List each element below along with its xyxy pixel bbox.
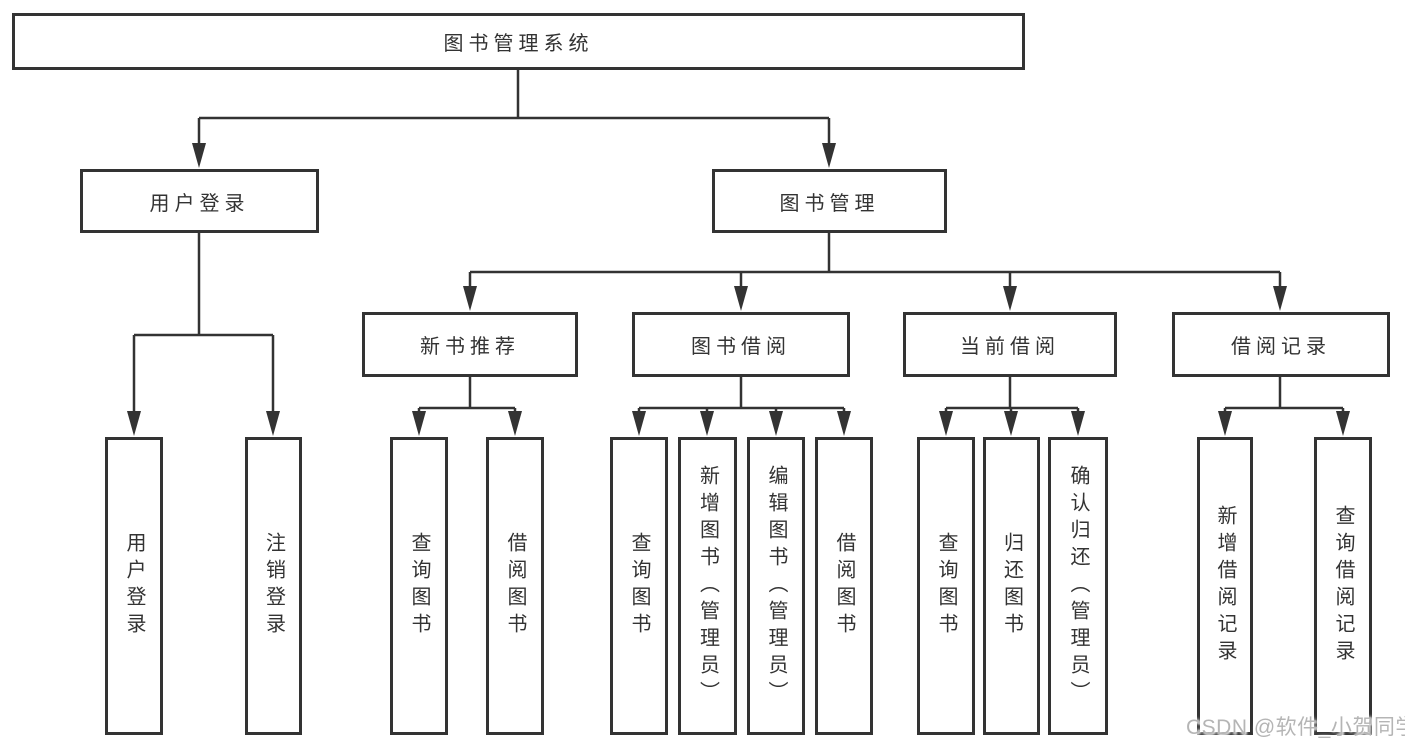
leaf-logout-label: 注销登录 — [262, 532, 285, 640]
leaf-confirm-return-admin-label: 确认归还（管理员） — [1067, 464, 1089, 708]
leaf-edit-book-admin: 编辑图书（管理员） — [747, 437, 805, 735]
arrowhead-down-icon — [1071, 411, 1085, 436]
arrowhead-down-icon — [837, 411, 851, 436]
arrowhead-down-icon — [1273, 286, 1287, 311]
leaf-query-books-borrow-label: 查询图书 — [628, 532, 650, 640]
leaf-logout: 注销登录 — [245, 437, 302, 735]
leaf-user-login-label: 用户登录 — [123, 532, 145, 640]
arrowhead-down-icon — [266, 411, 280, 436]
arrowhead-down-icon — [463, 286, 477, 311]
leaf-query-books-recommend-label: 查询图书 — [408, 532, 430, 640]
node-borrowing-records: 借阅记录 — [1172, 312, 1390, 377]
leaf-add-borrow-record-label: 新增借阅记录 — [1214, 505, 1236, 667]
leaf-query-books-recommend: 查询图书 — [390, 437, 448, 735]
node-book-borrowing-label: 图书借阅 — [691, 336, 791, 358]
arrowhead-down-icon — [734, 286, 748, 311]
leaf-edit-book-admin-label: 编辑图书（管理员） — [765, 464, 787, 708]
leaf-query-borrow-record: 查询借阅记录 — [1314, 437, 1372, 735]
node-borrowing-records-label: 借阅记录 — [1231, 336, 1331, 358]
arrowhead-down-icon — [822, 143, 836, 168]
node-library-management-system-label: 图书管理系统 — [443, 33, 594, 55]
arrowhead-down-icon — [1003, 286, 1017, 311]
leaf-query-books-borrow: 查询图书 — [610, 437, 668, 735]
leaf-return-books: 归还图书 — [983, 437, 1040, 735]
leaf-add-book-admin-label: 新增图书（管理员） — [696, 464, 719, 708]
arrowhead-down-icon — [769, 411, 783, 436]
arrowhead-down-icon — [508, 411, 522, 436]
node-book-management: 图书管理 — [712, 169, 947, 233]
arrowhead-down-icon — [632, 411, 646, 436]
leaf-return-books-label: 归还图书 — [1000, 532, 1023, 640]
leaf-borrow-books-recommend-label: 借阅图书 — [504, 532, 526, 640]
leaf-confirm-return-admin: 确认归还（管理员） — [1048, 437, 1108, 735]
node-book-borrowing: 图书借阅 — [632, 312, 850, 377]
leaf-add-borrow-record: 新增借阅记录 — [1197, 437, 1253, 735]
leaf-user-login: 用户登录 — [105, 437, 163, 735]
leaf-borrow-books-borrow: 借阅图书 — [815, 437, 873, 735]
arrowhead-down-icon — [1336, 411, 1350, 436]
arrowhead-down-icon — [412, 411, 426, 436]
node-current-borrowing: 当前借阅 — [903, 312, 1117, 377]
leaf-query-books-current-label: 查询图书 — [935, 532, 957, 640]
leaf-add-book-admin: 新增图书（管理员） — [678, 437, 737, 735]
node-user-login: 用户登录 — [80, 169, 319, 233]
arrowhead-down-icon — [1218, 411, 1232, 436]
arrowhead-down-icon — [127, 411, 141, 436]
node-new-book-recommend-label: 新书推荐 — [420, 336, 520, 358]
node-current-borrowing-label: 当前借阅 — [960, 336, 1060, 358]
arrowhead-down-icon — [939, 411, 953, 436]
leaf-query-borrow-record-label: 查询借阅记录 — [1332, 505, 1354, 667]
node-user-login-label: 用户登录 — [149, 192, 250, 215]
node-library-management-system: 图书管理系统 — [12, 13, 1025, 70]
arrowhead-down-icon — [700, 411, 714, 436]
csdn-watermark: CSDN @软件_小贺同学 — [1186, 716, 1405, 739]
arrowhead-down-icon — [192, 143, 206, 168]
arrowhead-down-icon — [1004, 411, 1018, 436]
leaf-query-books-current: 查询图书 — [917, 437, 975, 735]
node-new-book-recommend: 新书推荐 — [362, 312, 578, 377]
leaf-borrow-books-recommend: 借阅图书 — [486, 437, 544, 735]
leaf-borrow-books-borrow-label: 借阅图书 — [833, 532, 855, 640]
node-book-management-label: 图书管理 — [779, 192, 880, 215]
